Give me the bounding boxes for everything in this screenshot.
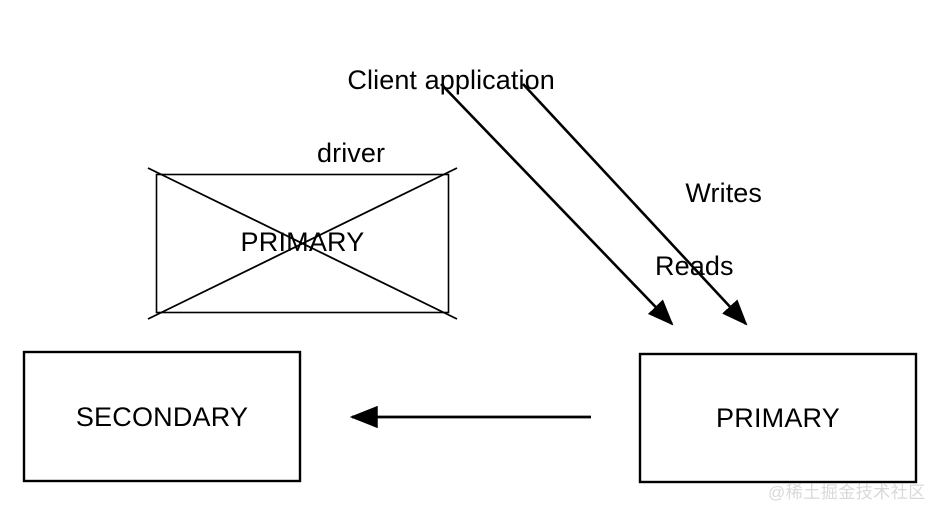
writes-label: Writes bbox=[685, 178, 763, 209]
failed-primary-node-label: PRIMARY bbox=[240, 227, 365, 257]
writes-arrow bbox=[440, 83, 674, 326]
client-driver-line-2: driver bbox=[317, 138, 386, 169]
operations-label: Writes Reads bbox=[655, 139, 762, 358]
watermark: @稀土掘金技术社区 bbox=[768, 483, 926, 502]
primary-node-label: PRIMARY bbox=[716, 403, 840, 433]
reads-label: Reads bbox=[655, 251, 734, 282]
secondary-node-label: SECONDARY bbox=[75, 402, 249, 432]
client-driver-line-1: Client application bbox=[347, 65, 555, 96]
client-application-driver-label: Client application driver bbox=[317, 26, 555, 245]
primary-box[interactable] bbox=[638, 352, 918, 484]
failed-primary-cross-line-b bbox=[147, 167, 458, 320]
node-failed-primary[interactable] bbox=[147, 167, 458, 320]
secondary-box[interactable] bbox=[22, 350, 302, 483]
reads-arrow bbox=[522, 83, 748, 326]
